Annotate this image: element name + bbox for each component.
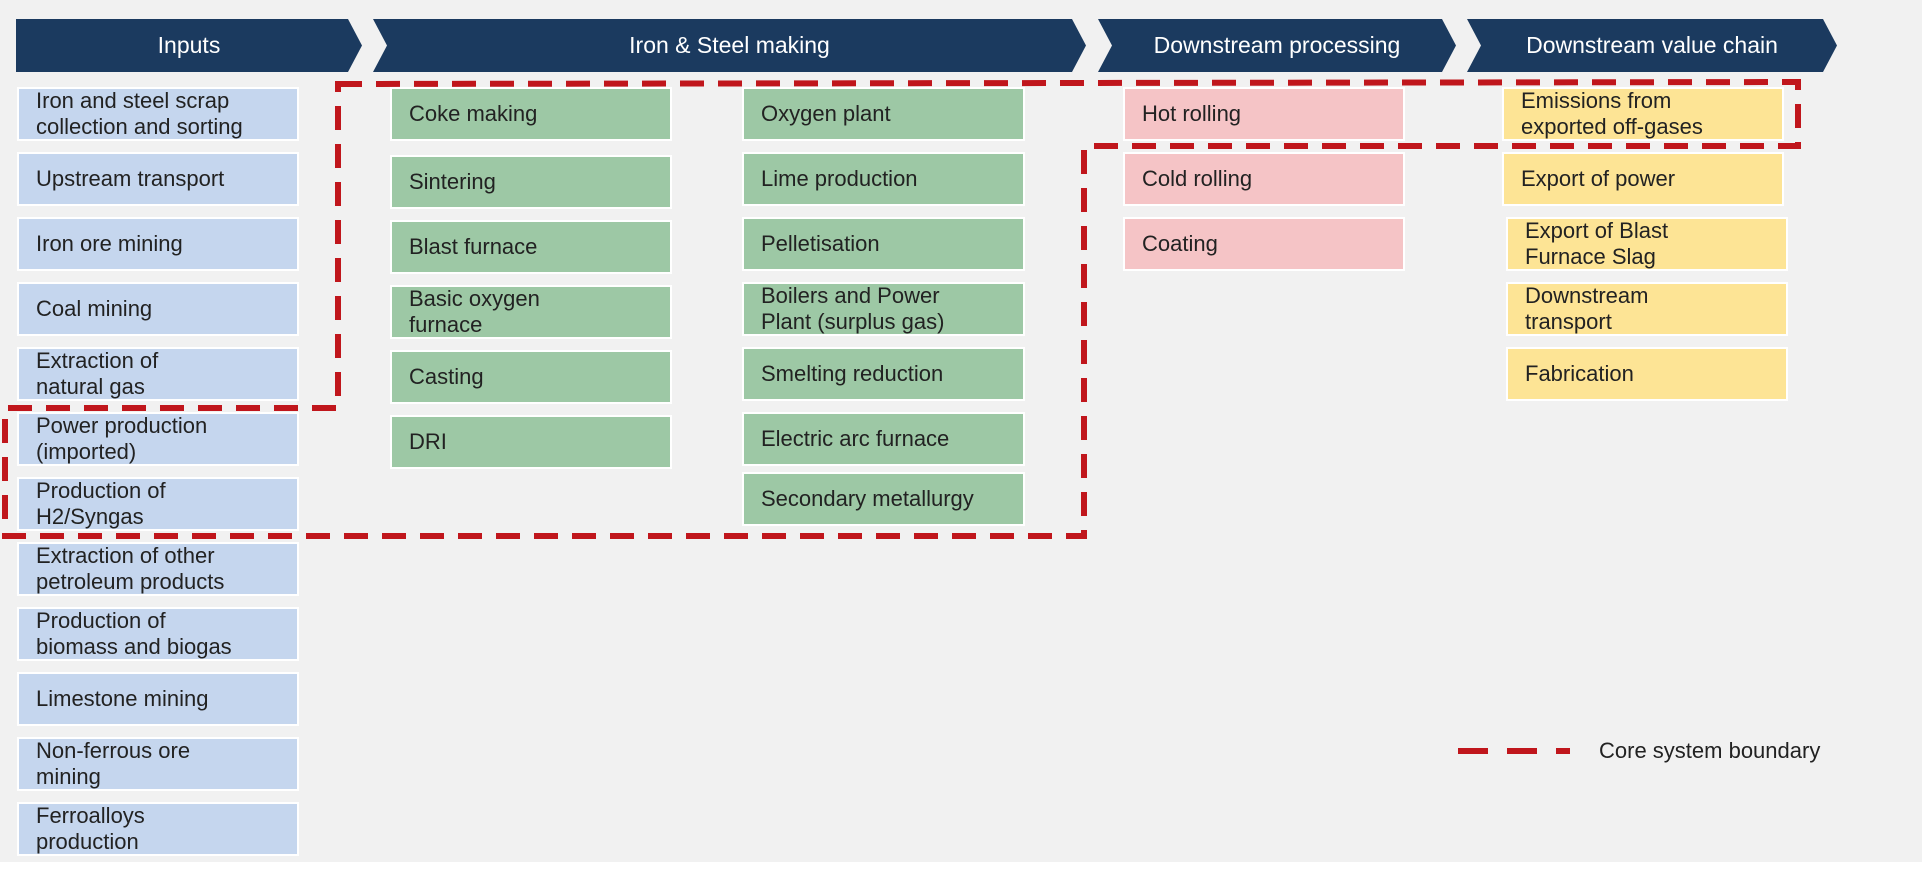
- input-box: Production of H2/Syngas: [17, 477, 299, 531]
- iron-steel-box: Smelting reduction: [742, 347, 1025, 401]
- header-downstream-value-chain-label: Downstream value chain: [1526, 32, 1778, 58]
- header-iron-steel-label: Iron & Steel making: [629, 32, 830, 58]
- downstream-processing-box: Cold rolling: [1123, 152, 1405, 206]
- iron-steel-box: Sintering: [390, 155, 672, 209]
- input-box: Limestone mining: [17, 672, 299, 726]
- header-inputs: Inputs: [16, 19, 362, 72]
- input-box: Extraction of other petroleum products: [17, 542, 299, 596]
- value-chain-box: Downstream transport: [1506, 282, 1788, 336]
- input-box: Iron and steel scrap collection and sort…: [17, 87, 299, 141]
- input-box: Power production (imported): [17, 412, 299, 466]
- value-chain-box: Export of power: [1502, 152, 1784, 206]
- header-inputs-label: Inputs: [157, 32, 221, 58]
- input-box: Ferroalloys production: [17, 802, 299, 856]
- input-box: Upstream transport: [17, 152, 299, 206]
- value-chain-box: Emissions from exported off-gases: [1502, 87, 1784, 141]
- header-downstream-processing-label: Downstream processing: [1153, 32, 1401, 58]
- iron-steel-box: Oxygen plant: [742, 87, 1025, 141]
- header-iron-steel-making: Iron & Steel making: [373, 19, 1086, 72]
- legend-label: Core system boundary: [1599, 738, 1821, 763]
- iron-steel-box: Lime production: [742, 152, 1025, 206]
- iron-steel-box: Boilers and Power Plant (surplus gas): [742, 282, 1025, 336]
- input-box: Iron ore mining: [17, 217, 299, 271]
- iron-steel-box: Coke making: [390, 87, 672, 141]
- downstream-processing-box: Coating: [1123, 217, 1405, 271]
- iron-steel-box: Pelletisation: [742, 217, 1025, 271]
- iron-steel-box: Secondary metallurgy: [742, 472, 1025, 526]
- value-chain-box: Fabrication: [1506, 347, 1788, 401]
- iron-steel-box: Blast furnace: [390, 220, 672, 274]
- input-box: Coal mining: [17, 282, 299, 336]
- input-box: Production of biomass and biogas: [17, 607, 299, 661]
- input-box: Extraction of natural gas: [17, 347, 299, 401]
- iron-steel-box: Casting: [390, 350, 672, 404]
- header-downstream-value-chain: Downstream value chain: [1467, 19, 1837, 72]
- iron-steel-box: Electric arc furnace: [742, 412, 1025, 466]
- iron-steel-box: DRI: [390, 415, 672, 469]
- input-box: Non-ferrous ore mining: [17, 737, 299, 791]
- value-chain-box: Export of Blast Furnace Slag: [1506, 217, 1788, 271]
- iron-steel-box: Basic oxygen furnace: [390, 285, 672, 339]
- header-downstream-processing: Downstream processing: [1098, 19, 1456, 72]
- downstream-processing-box: Hot rolling: [1123, 87, 1405, 141]
